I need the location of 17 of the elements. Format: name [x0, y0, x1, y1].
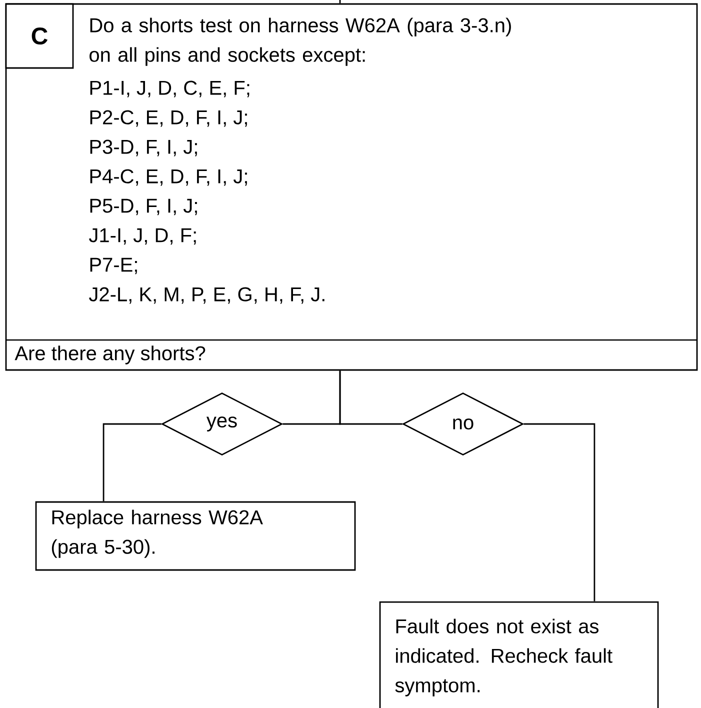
connector-line — [339, 0, 341, 4]
instruction-text: Do a shorts test on harness W62A (para 3-3.n) on all pins and sockets except: — [90, 18, 511, 66]
pin-list-line: J2-L, K, M, P, E, G, H, F, J. — [89, 287, 324, 304]
pin-list-line: P1-I, J, D, C, E, F; — [90, 80, 250, 98]
question-text: Are there any shorts? — [14, 346, 206, 364]
connector-line — [524, 423, 596, 602]
pin-list-line: P7-E; — [90, 258, 137, 274]
connector-line — [102, 423, 162, 502]
action-box: Fault does not exist as indicated. Recheck fault symptom. — [379, 601, 659, 708]
pin-list-line: P3-D, F, I, J; — [90, 140, 197, 156]
pin-list-line: P5-D, F, I, J; — [90, 198, 197, 216]
action-box: Replace harness W62A (para 5-30). — [35, 501, 356, 571]
step-label-box: C — [5, 3, 74, 69]
connector-line — [339, 370, 402, 425]
pin-list-line: J1-I, J, D, F; — [89, 228, 196, 245]
pin-list-line: P2-C, E, D, F, I, J; — [90, 110, 247, 127]
pin-list-line: P4-C, E, D, F, I, J; — [90, 169, 247, 186]
